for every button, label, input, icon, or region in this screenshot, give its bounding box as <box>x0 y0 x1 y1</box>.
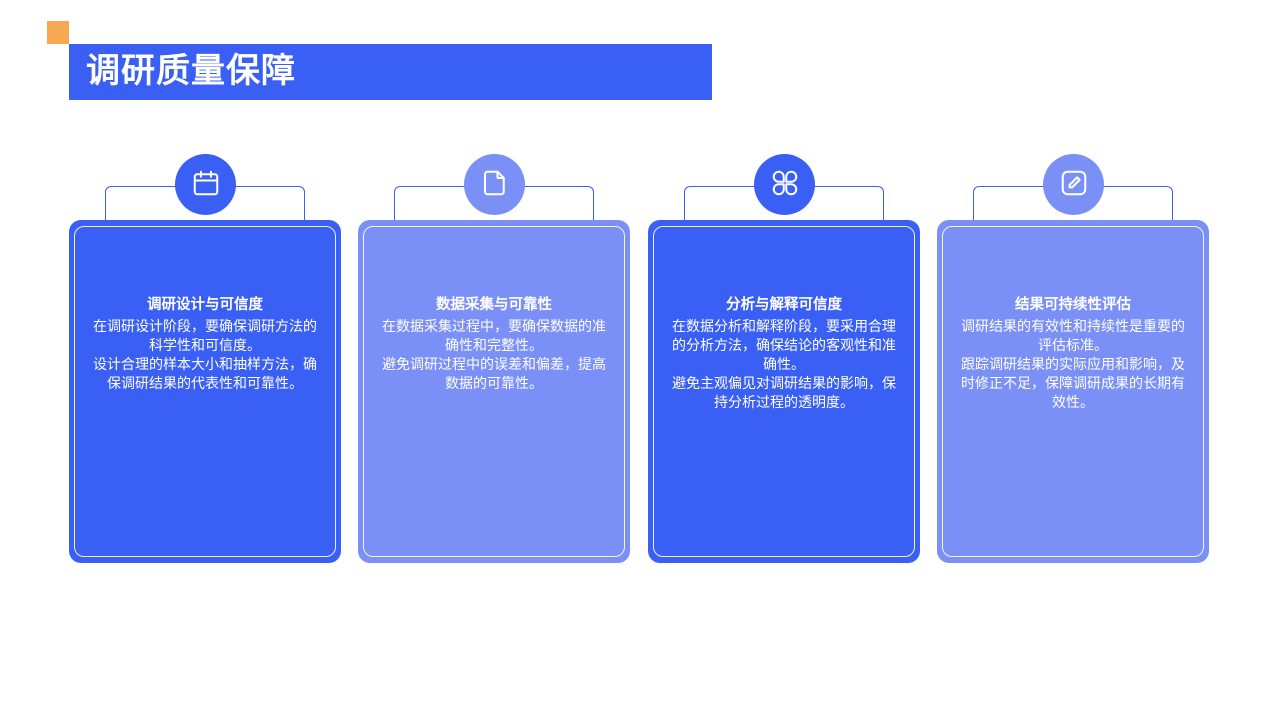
command-icon <box>770 168 800 202</box>
icon-badge <box>175 154 236 215</box>
card: 分析与解释可信度 在数据分析和解释阶段，要采用合理的分析方法，确保结论的客观性和… <box>648 220 920 563</box>
icon-badge <box>754 154 815 215</box>
card: 结果可持续性评估 调研结果的有效性和持续性是重要的评估标准。 跟踪调研结果的实际… <box>937 220 1209 563</box>
card-frame: 分析与解释可信度 在数据分析和解释阶段，要采用合理的分析方法，确保结论的客观性和… <box>653 226 915 557</box>
icon-badge <box>1043 154 1104 215</box>
calendar-icon <box>191 168 221 202</box>
card-paragraph: 调研结果的有效性和持续性是重要的评估标准。 <box>961 319 1185 354</box>
card-column-1: 调研设计与可信度 在调研设计阶段，要确保调研方法的科学性和可信度。 设计合理的样… <box>69 154 341 564</box>
document-icon <box>480 168 510 202</box>
card-column-2: 数据采集与可靠性 在数据采集过程中，要确保数据的准确性和完整性。 避免调研过程中… <box>358 154 630 564</box>
card-paragraph: 避免调研过程中的误差和偏差，提高数据的可靠性。 <box>382 357 606 392</box>
card: 数据采集与可靠性 在数据采集过程中，要确保数据的准确性和完整性。 避免调研过程中… <box>358 220 630 563</box>
accent-square <box>47 21 69 44</box>
card-title: 数据采集与可靠性 <box>436 297 552 313</box>
card-body: 在数据采集过程中，要确保数据的准确性和完整性。 避免调研过程中的误差和偏差，提高… <box>378 318 610 394</box>
page-title: 调研质量保障 <box>86 51 296 91</box>
icon-badge <box>464 154 525 215</box>
card: 调研设计与可信度 在调研设计阶段，要确保调研方法的科学性和可信度。 设计合理的样… <box>69 220 341 563</box>
card-paragraph: 在数据分析和解释阶段，要采用合理的分析方法，确保结论的客观性和准确性。 <box>672 319 896 373</box>
card-frame: 调研设计与可信度 在调研设计阶段，要确保调研方法的科学性和可信度。 设计合理的样… <box>74 226 336 557</box>
title-bar: 调研质量保障 <box>69 44 712 100</box>
card-frame: 数据采集与可靠性 在数据采集过程中，要确保数据的准确性和完整性。 避免调研过程中… <box>363 226 625 557</box>
card-paragraph: 在数据采集过程中，要确保数据的准确性和完整性。 <box>382 319 606 354</box>
card-body: 在数据分析和解释阶段，要采用合理的分析方法，确保结论的客观性和准确性。 避免主观… <box>668 318 900 413</box>
card-body: 在调研设计阶段，要确保调研方法的科学性和可信度。 设计合理的样本大小和抽样方法，… <box>89 318 321 394</box>
card-title: 结果可持续性评估 <box>1015 297 1131 313</box>
edit-icon <box>1059 168 1089 202</box>
card-paragraph: 跟踪调研结果的实际应用和影响，及时修正不足，保障调研成果的长期有效性。 <box>961 357 1185 411</box>
card-paragraph: 避免主观偏见对调研结果的影响，保持分析过程的透明度。 <box>672 376 896 411</box>
card-paragraph: 在调研设计阶段，要确保调研方法的科学性和可信度。 <box>93 319 317 354</box>
card-column-4: 结果可持续性评估 调研结果的有效性和持续性是重要的评估标准。 跟踪调研结果的实际… <box>937 154 1209 564</box>
card-column-3: 分析与解释可信度 在数据分析和解释阶段，要采用合理的分析方法，确保结论的客观性和… <box>648 154 920 564</box>
card-title: 调研设计与可信度 <box>147 297 263 313</box>
card-body: 调研结果的有效性和持续性是重要的评估标准。 跟踪调研结果的实际应用和影响，及时修… <box>957 318 1189 413</box>
card-paragraph: 设计合理的样本大小和抽样方法，确保调研结果的代表性和可靠性。 <box>93 357 317 392</box>
card-frame: 结果可持续性评估 调研结果的有效性和持续性是重要的评估标准。 跟踪调研结果的实际… <box>942 226 1204 557</box>
card-title: 分析与解释可信度 <box>726 297 842 313</box>
